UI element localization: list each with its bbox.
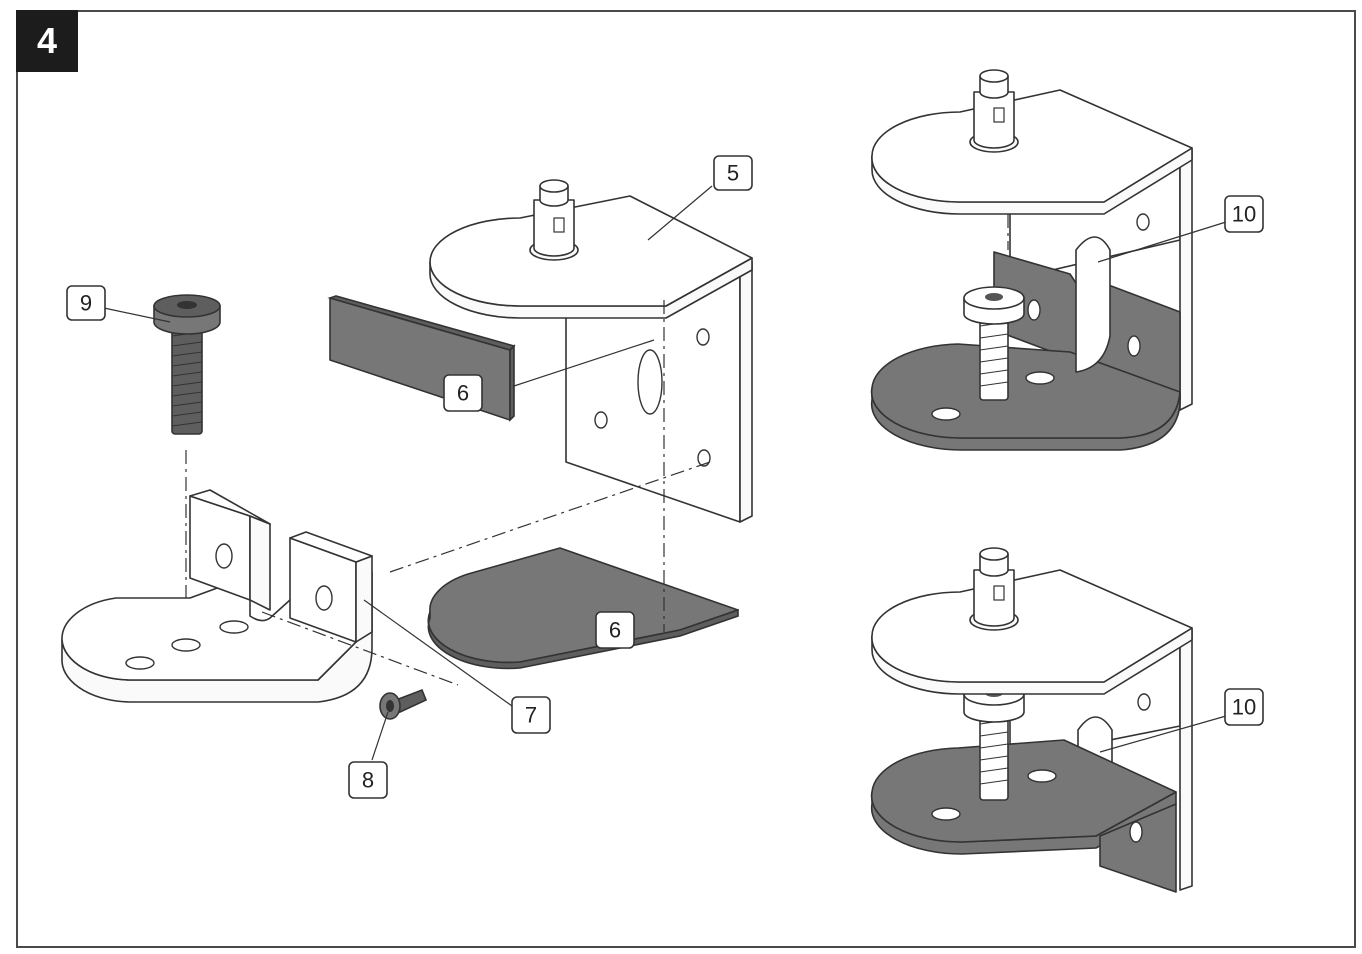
callout-6b-text: 6 — [609, 618, 621, 643]
callout-5: 5 — [713, 155, 753, 191]
callout-10b-text: 10 — [1232, 695, 1256, 720]
leader-8 — [371, 711, 389, 761]
base-plate — [61, 489, 373, 703]
screw-8 — [379, 688, 428, 720]
leader-9 — [103, 307, 171, 323]
screw-8-axis — [261, 611, 459, 686]
callout-7-text: 7 — [525, 703, 537, 728]
callout-10-top: 10 — [1224, 195, 1264, 233]
callout-6-base: 6 — [595, 611, 635, 649]
bolt-9-threads — [171, 331, 203, 427]
assembled-view-top — [870, 69, 1193, 451]
leader-10a — [1097, 221, 1227, 263]
callout-6a-text: 6 — [457, 381, 469, 406]
plate-axis — [389, 461, 711, 573]
callout-10a-text: 10 — [1232, 202, 1256, 227]
leader-5 — [647, 185, 713, 241]
callout-10-bottom: 10 — [1224, 688, 1264, 726]
leader-7 — [363, 599, 513, 707]
assembled-view-bottom — [870, 547, 1193, 893]
rubber-pad-base — [427, 547, 739, 670]
step-number-badge: 4 — [16, 10, 78, 72]
leader-6a — [513, 339, 655, 387]
callout-9-text: 9 — [80, 291, 92, 316]
callout-9: 9 — [66, 285, 106, 321]
bolt-9 — [153, 294, 221, 435]
clamp-upper-part-5 — [429, 179, 753, 523]
callout-8-text: 8 — [362, 768, 374, 793]
callout-7: 7 — [511, 696, 551, 734]
leader-10b — [1099, 715, 1227, 753]
callout-5-text: 5 — [727, 161, 739, 186]
callout-8: 8 — [348, 761, 388, 799]
callout-6-strip: 6 — [443, 374, 483, 412]
